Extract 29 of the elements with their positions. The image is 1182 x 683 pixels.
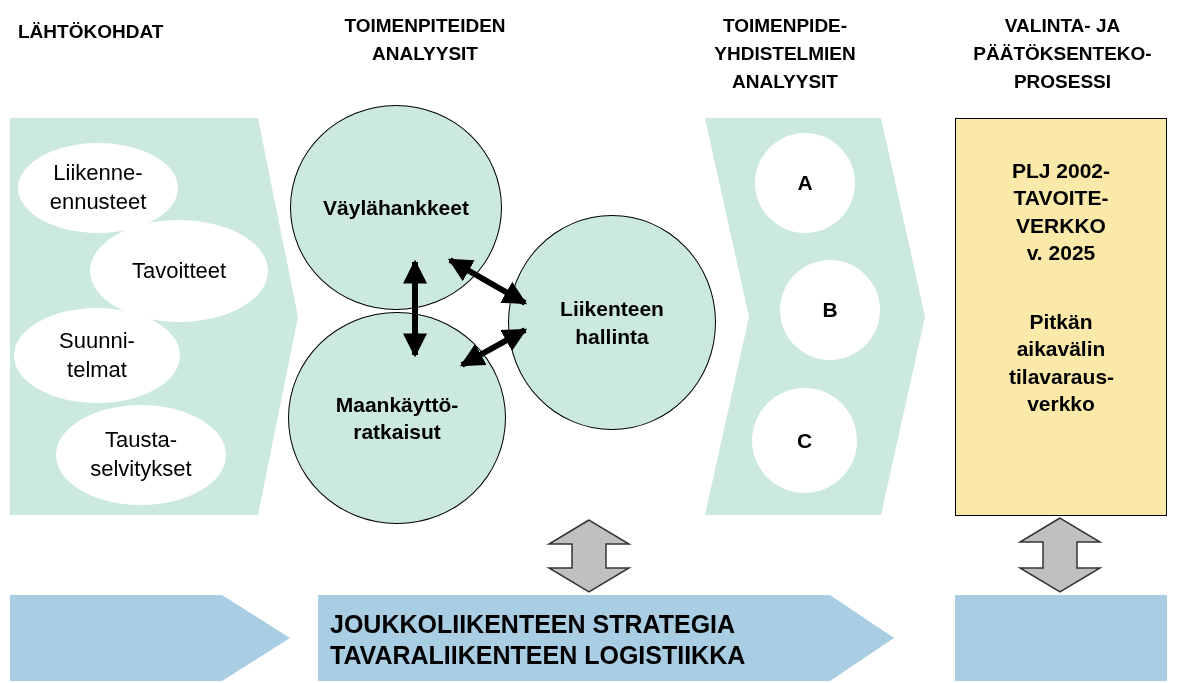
column-heading: TOIMENPIDE- YHDISTELMIEN ANALYYSIT [713, 14, 857, 94]
node-text: Liikenne- ennusteet [48, 159, 148, 216]
chevron-band [318, 595, 896, 681]
chevron-band [10, 595, 292, 681]
arrow [459, 327, 528, 368]
node-text: PLJ 2002- TAVOITE- VERKKO v. 2025 [1010, 158, 1112, 266]
node-text: Liikenteen hallinta [559, 296, 665, 350]
column-heading: LÄHTÖKOHDAT [18, 20, 165, 44]
chevron-panel [705, 118, 927, 516]
band-box [955, 595, 1167, 681]
node-text: Suunni- telmat [58, 326, 136, 384]
arrow [403, 259, 427, 358]
node-text: Tavoitteet [131, 256, 227, 285]
double-arrow [1017, 517, 1103, 593]
column-heading: TOIMENPITEIDEN ANALYYSIT [343, 14, 507, 66]
band-text: JOUKKOLIIKENTEEN STRATEGIA [330, 608, 736, 640]
chevron-panel [10, 118, 300, 516]
column-heading: VALINTA- JA PÄÄTÖKSENTEKO- PROSESSI [972, 14, 1153, 94]
node-text: B [822, 297, 838, 324]
node-text: Väylähankkeet [323, 194, 469, 221]
node-text: A [797, 170, 813, 197]
node-text: Maankäyttö- ratkaisut [334, 391, 460, 445]
node-text: Pitkän aikavälin tilavaraus- verkko [1009, 309, 1113, 418]
result-box [955, 118, 1167, 516]
arrow [447, 257, 528, 306]
node-text: Tausta- selvitykset [89, 426, 193, 483]
band-text: TAVARALIIKENTEEN LOGISTIIKKA [330, 640, 746, 671]
double-arrow [546, 519, 632, 593]
node-text: C [796, 427, 813, 454]
